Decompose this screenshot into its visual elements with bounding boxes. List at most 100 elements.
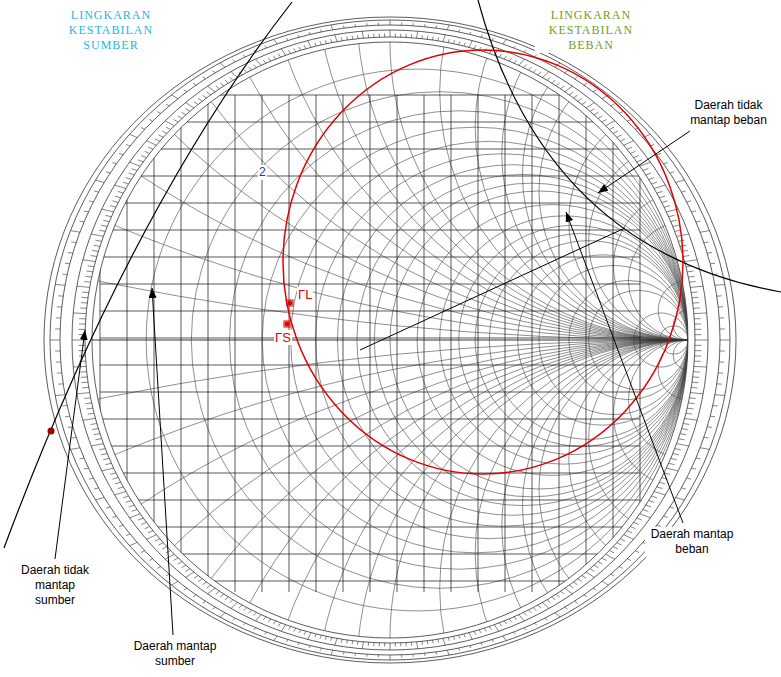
scale-tick [578, 98, 582, 101]
scale-tick [509, 619, 512, 622]
scale-tick [89, 478, 93, 479]
scale-tick [683, 255, 689, 257]
scale-tick [435, 26, 437, 28]
scale-tick [602, 581, 608, 585]
scale-tick [657, 487, 663, 489]
scale-tick [438, 37, 439, 40]
scale-tick [649, 178, 655, 180]
scale-tick [720, 350, 725, 351]
scale-tick [94, 488, 98, 489]
scale-tick [514, 46, 516, 48]
scale-tick [171, 581, 177, 585]
region-label: Daerah tidak mantap beban [680, 98, 777, 128]
scale-tick [469, 41, 472, 48]
scale-tick [71, 241, 76, 243]
scale-tick [448, 39, 449, 42]
scale-tick [378, 655, 379, 657]
scale-tick [62, 405, 67, 407]
scale-tick [682, 429, 688, 430]
scale-tick [593, 90, 596, 92]
scale-tick [80, 371, 86, 372]
scale-tick [569, 92, 573, 95]
scale-tick [691, 292, 697, 294]
scale-tick [673, 454, 679, 455]
scale-tick [186, 103, 194, 108]
reactance-arc [502, 0, 781, 340]
scale-tick [91, 423, 97, 425]
scale-tick [186, 572, 194, 577]
scale-tick [186, 569, 190, 572]
scale-tick [166, 104, 169, 106]
scale-tick [244, 608, 247, 611]
scale-tick [649, 501, 655, 503]
square-grid [127, 95, 128, 592]
scale-tick [79, 458, 84, 460]
scale-tick [690, 286, 703, 287]
scale-tick [80, 307, 86, 308]
reactance-arc [316, 340, 781, 677]
scale-tick [126, 145, 130, 147]
scale-tick [71, 231, 80, 233]
scale-tick [299, 630, 301, 633]
scale-tick [606, 554, 615, 559]
region-label: Daerah tidak mantap sumber [15, 563, 95, 608]
chart-ring [50, 20, 730, 660]
scale-tick [141, 522, 146, 524]
scale-tick [681, 191, 685, 192]
scale-tick [231, 602, 238, 608]
scale-tick [298, 35, 299, 37]
square-grid [100, 392, 640, 393]
source-stability-circle [4, 2, 292, 548]
scale-tick [695, 355, 701, 356]
scale-tick [492, 640, 494, 642]
scale-tick [598, 562, 602, 565]
scale-tick [220, 594, 224, 597]
scale-tick [373, 34, 374, 37]
scale-tick [543, 602, 550, 608]
scale-tick [405, 34, 406, 37]
scale-tick [212, 607, 215, 609]
gamma-l-label: ΓL [297, 287, 313, 302]
reactance-arc [673, 310, 703, 340]
scale-tick [630, 151, 635, 153]
scale-tick [88, 265, 94, 267]
scale-tick [308, 633, 311, 640]
scale-tick [687, 478, 691, 479]
scale-tick [71, 448, 80, 450]
scale-tick [664, 516, 668, 517]
scale-tick [514, 617, 517, 620]
scale-tick [651, 496, 657, 498]
scale-tick [470, 32, 471, 34]
scale-tick [281, 625, 285, 632]
scale-tick [524, 612, 527, 615]
scale-tick [379, 643, 380, 646]
scale-tick [83, 418, 96, 420]
scale-tick [565, 86, 572, 92]
scale-tick [561, 86, 565, 89]
scale-tick [315, 43, 317, 46]
scale-tick [101, 454, 107, 455]
scale-tick [123, 182, 129, 184]
scale-tick [627, 531, 632, 533]
scale-tick [538, 605, 541, 608]
scale-tick [499, 623, 501, 626]
scale-tick [620, 139, 625, 141]
scale-tick [411, 642, 412, 645]
scale-tick [659, 196, 665, 198]
scale-tick [115, 196, 121, 198]
chart-ring [72, 30, 708, 650]
scale-tick [194, 102, 198, 105]
reactance-arc [357, 340, 781, 677]
scale-tick [695, 350, 701, 351]
real-axis [92, 340, 688, 341]
scale-tick [696, 221, 701, 223]
scale-tick [627, 559, 631, 561]
scale-tick [148, 147, 153, 149]
scale-tick [203, 95, 207, 98]
scale-tick [643, 169, 648, 171]
scale-tick [106, 507, 110, 508]
scale-tick [155, 539, 160, 541]
scale-tick [718, 372, 723, 373]
scale-tick [149, 559, 153, 561]
